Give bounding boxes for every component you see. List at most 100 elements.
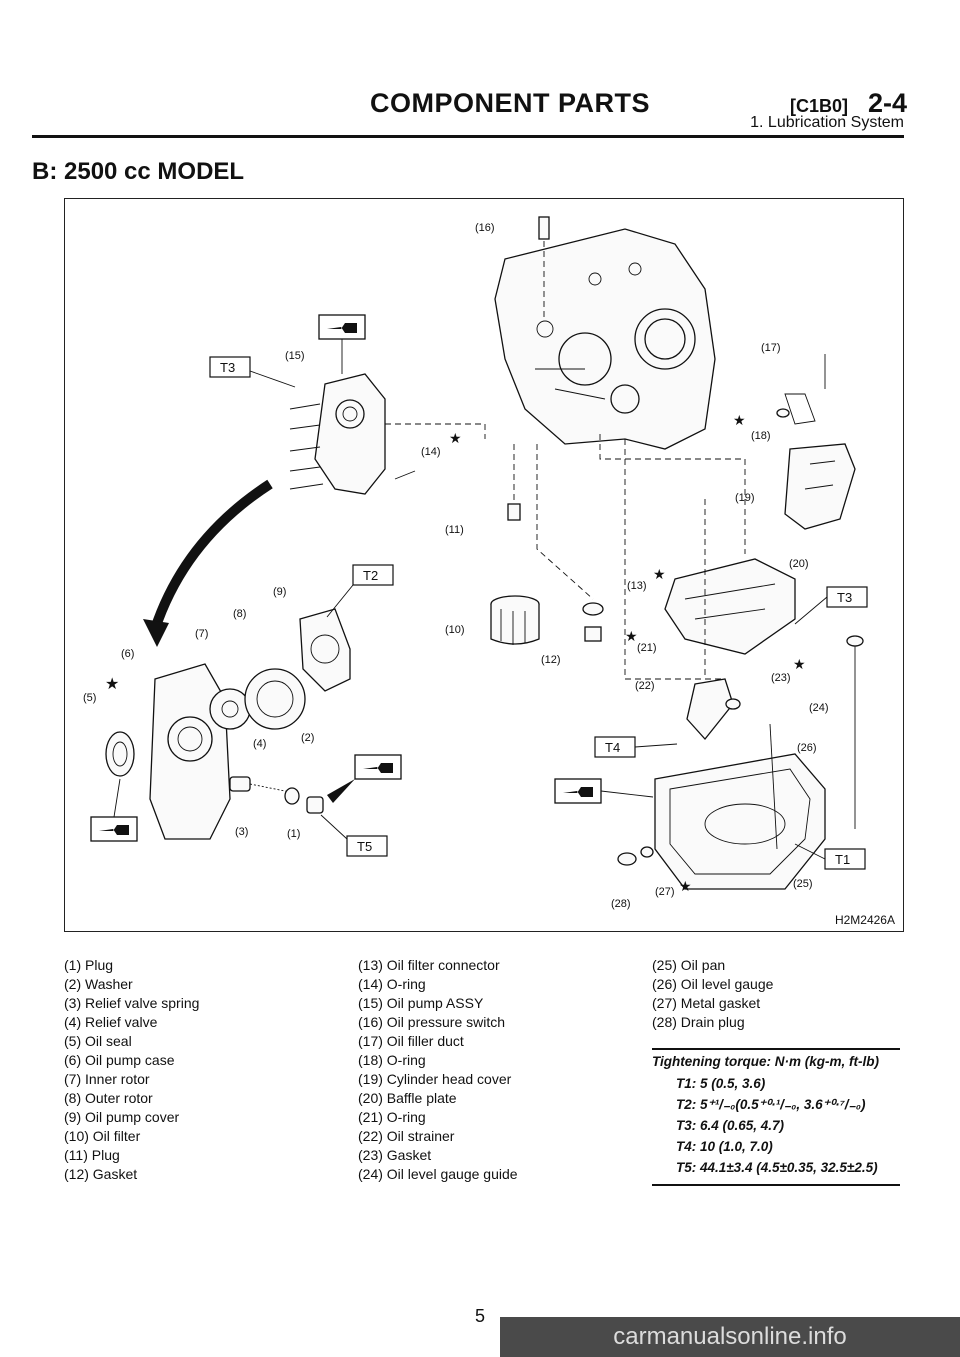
legend-item: (12) Gasket <box>64 1166 138 1182</box>
plug-gasket-connector <box>507 444 604 642</box>
legend-item: (16) Oil pressure switch <box>358 1014 506 1030</box>
torque-tag-t5: T5 <box>320 814 388 857</box>
legend-item: (6) Oil pump case <box>64 1052 175 1068</box>
legend-item: (19) Cylinder head cover <box>358 1071 512 1087</box>
torque-tag-t1-text: T1 <box>835 852 850 867</box>
callout-10: (10) <box>445 624 465 636</box>
callout-25: (25) <box>793 878 813 890</box>
callout-6: (6) <box>121 648 134 660</box>
legend-item: (17) Oil filler duct <box>358 1033 464 1049</box>
callout-12: (12) <box>541 654 561 666</box>
callout-22: (22) <box>635 680 655 692</box>
svg-text:★: ★ <box>653 567 666 583</box>
torque-tag-t3-a-text: T3 <box>220 360 235 375</box>
svg-text:★: ★ <box>679 879 692 895</box>
legend-item: (4) Relief valve <box>64 1014 158 1030</box>
torque-value-t5: T5: 44.1±3.4 (4.5±0.35, 32.5±2.5) <box>676 1160 878 1175</box>
oil-filler-duct <box>776 354 826 425</box>
legend-item: (24) Oil level gauge guide <box>358 1166 518 1182</box>
engine-block <box>494 228 716 450</box>
callout-5: (5) <box>83 692 96 704</box>
figure-id: H2M2426A <box>834 913 895 927</box>
oil-seal <box>105 731 135 777</box>
torque-tag-t3-b-text: T3 <box>837 590 852 605</box>
oil-filter <box>490 595 540 645</box>
legend-item: (23) Gasket <box>358 1147 432 1163</box>
liquid-gasket-icon <box>90 778 138 842</box>
callout-23: (23) <box>771 672 791 684</box>
callout-27: (27) <box>655 886 675 898</box>
callout-4: (4) <box>253 738 266 750</box>
header-code: [C1B0] <box>790 96 849 116</box>
oil-pump-cover <box>299 608 351 692</box>
exploded-diagram-drawing: T3 T2 T3 T4 T5 T1 <box>83 216 868 910</box>
torque-title: Tightening torque: N·m (kg-m, ft-lb) <box>652 1054 879 1069</box>
callout-14: (14) <box>421 446 441 458</box>
legend-item: (13) Oil filter connector <box>358 957 500 973</box>
legend-item: (10) Oil filter <box>64 1128 141 1144</box>
callout-11: (11) <box>445 524 464 536</box>
oil-strainer <box>686 678 741 741</box>
callout-15: (15) <box>285 350 305 362</box>
torque-tag-t3-a: T3 <box>209 356 296 388</box>
torque-tag-t4-text: T4 <box>605 740 620 755</box>
legend-item: (3) Relief valve spring <box>64 995 200 1011</box>
callout-28: (28) <box>611 898 631 910</box>
header-rule <box>32 135 904 138</box>
header-section-number: 2-4 <box>868 88 908 118</box>
svg-text:★: ★ <box>733 413 746 429</box>
legend-item: (28) Drain plug <box>652 1014 745 1030</box>
oil-pump-assy <box>289 373 486 495</box>
oil-level-gauge <box>769 635 864 850</box>
legend-item: (26) Oil level gauge <box>652 976 774 992</box>
tightening-torque-box: Tightening torque: N·m (kg-m, ft-lb) T1:… <box>652 1048 900 1186</box>
callout-20: (20) <box>789 558 809 570</box>
outer-rotor <box>244 668 306 730</box>
callout-26: (26) <box>797 742 817 754</box>
baffle-plate <box>664 558 796 655</box>
callout-8: (8) <box>233 608 246 620</box>
watermark: carmanualsonline.info <box>500 1317 960 1357</box>
legend-item: (1) Plug <box>64 957 114 973</box>
legend-item: (7) Inner rotor <box>64 1071 150 1087</box>
relief-valve-parts <box>229 776 355 814</box>
callout-16: (16) <box>475 222 495 234</box>
exploded-diagram: T3 T2 T3 T4 T5 T1 <box>64 198 904 932</box>
torque-value-t2: T2: 5⁺¹/₋₀(0.5⁺⁰·¹/₋₀, 3.6⁺⁰·⁷/₋₀) <box>676 1097 866 1112</box>
torque-tag-t3-b: T3 <box>794 586 868 625</box>
torque-tag-t1: T1 <box>794 843 866 870</box>
oil-pump-case <box>149 663 231 840</box>
legend-item: (18) O-ring <box>358 1052 426 1068</box>
callout-7: (7) <box>195 628 208 640</box>
legend-item: (11) Plug <box>64 1147 120 1163</box>
header-subtitle: 1. Lubrication System <box>750 114 904 131</box>
torque-tag-t5-text: T5 <box>357 839 372 854</box>
callout-19: (19) <box>735 492 755 504</box>
svg-text:★: ★ <box>105 674 119 693</box>
section-title: B: 2500 cc MODEL <box>32 158 245 185</box>
callout-9: (9) <box>273 586 286 598</box>
torque-value-t4: T4: 10 (1.0, 7.0) <box>676 1139 773 1154</box>
liquid-gasket-icon <box>554 778 654 804</box>
legend-column-1: (1) Plug (2) Washer (3) Relief valve spr… <box>64 956 199 1184</box>
callout-24: (24) <box>809 702 829 714</box>
legend-item: (2) Washer <box>64 976 133 992</box>
legend-item: (22) Oil strainer <box>358 1128 455 1144</box>
legend-column-3: (25) Oil pan (26) Oil level gauge (27) M… <box>652 956 773 1032</box>
legend-item: (27) Metal gasket <box>652 995 761 1011</box>
callout-17: (17) <box>761 342 781 354</box>
cylinder-head-cover <box>784 443 856 530</box>
torque-value-t1: T1: 5 (0.5, 3.6) <box>676 1076 766 1091</box>
callout-21: (21) <box>637 642 657 654</box>
legend-item: (5) Oil seal <box>64 1033 132 1049</box>
oil-pressure-switch <box>538 216 550 319</box>
torque-tag-t2: T2 <box>326 564 394 618</box>
callout-labels: (1) (2) (3) (4) (5) (6) (7) (8) (9) (10)… <box>83 222 829 910</box>
legend-item: (15) Oil pump ASSY <box>358 995 484 1011</box>
legend-item: (14) O-ring <box>358 976 426 992</box>
liquid-gasket-icon <box>318 314 366 374</box>
callout-13: (13) <box>627 580 647 592</box>
legend-item: (25) Oil pan <box>652 957 726 973</box>
header-title: COMPONENT PARTS <box>370 88 651 118</box>
torque-tag-t2-text: T2 <box>363 568 378 583</box>
